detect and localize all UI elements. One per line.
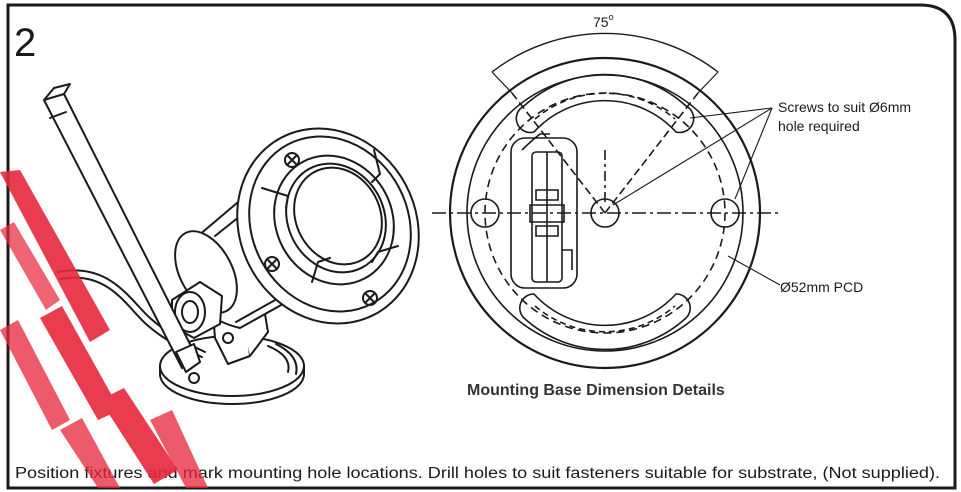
camera-illustration bbox=[43, 83, 420, 405]
mounting-hole-center bbox=[590, 198, 620, 228]
bezel-screw bbox=[264, 256, 280, 272]
screw-callout-leaders bbox=[612, 107, 781, 286]
screws-callout-line2: hole required bbox=[778, 118, 860, 134]
bezel-screw bbox=[284, 152, 300, 168]
camera-front-bezel bbox=[236, 127, 420, 325]
mounting-hole-left bbox=[470, 198, 500, 228]
watermark-mark bbox=[0, 170, 208, 488]
pcd-callout: Ø52mm PCD bbox=[780, 279, 863, 295]
bottom-slot bbox=[519, 293, 691, 351]
bezel-screw bbox=[362, 290, 378, 306]
cable-channel bbox=[510, 133, 578, 289]
camera-antenna bbox=[43, 83, 201, 384]
step-number: 2 bbox=[14, 21, 36, 65]
angle-dimension-arc bbox=[491, 32, 719, 73]
base-dimension-drawing bbox=[432, 32, 781, 370]
angle-label: 75o bbox=[593, 12, 614, 30]
drawing-caption: Mounting Base Dimension Details bbox=[467, 382, 725, 399]
top-slot bbox=[515, 73, 695, 134]
screws-callout-line1: Screws to suit Ø6mm bbox=[778, 99, 911, 115]
instruction-text: Position fixtures and mark mounting hole… bbox=[15, 465, 940, 482]
panel-frame bbox=[6, 3, 957, 490]
mounting-hole-right bbox=[710, 198, 740, 228]
